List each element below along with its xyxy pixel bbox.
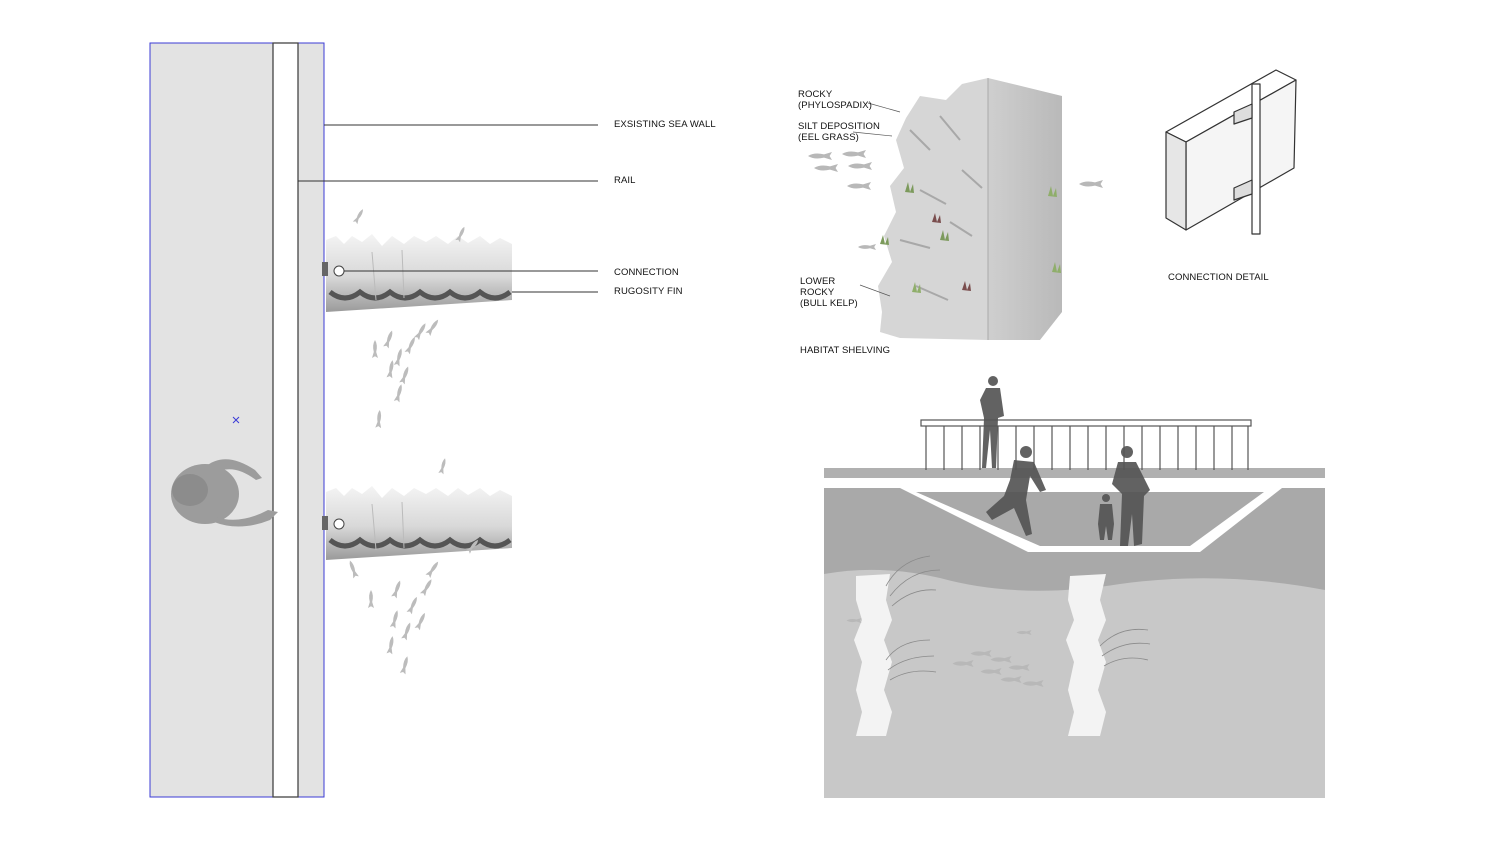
rail <box>272 42 299 798</box>
rugosity-fin-lower <box>322 486 512 560</box>
label-sea-wall: EXSISTING SEA WALL <box>614 119 716 130</box>
railing <box>920 419 1252 470</box>
eel-grass-tufts <box>880 182 1061 293</box>
label-habitat-shelving: HABITAT SHELVING <box>800 345 891 356</box>
underwater-fins <box>854 574 1106 736</box>
label-connection: CONNECTION <box>614 267 679 278</box>
leader-lines-habitat <box>852 102 901 297</box>
connection-detail-drawing <box>1165 69 1297 235</box>
label-rail: RAIL <box>614 175 636 186</box>
habitat-shelving-block <box>878 78 1062 340</box>
rugosity-fin-upper <box>322 234 512 312</box>
center-mark <box>232 416 240 424</box>
label-connection-detail: CONNECTION DETAIL <box>1168 272 1269 283</box>
label-rugosity-fin: RUGOSITY FIN <box>614 286 683 297</box>
kelp-underwater <box>885 555 1151 681</box>
leader-lines-plan <box>298 124 598 293</box>
label-silt-deposition: SILT DEPOSITION (EEL GRASS) <box>798 121 880 143</box>
person-silhouette-plan <box>171 459 278 527</box>
people-silhouettes <box>980 376 1150 546</box>
label-rocky: ROCKY (PHYLOSPADIX) <box>798 89 872 111</box>
label-lower-rocky: LOWER ROCKY (BULL KELP) <box>800 276 858 309</box>
